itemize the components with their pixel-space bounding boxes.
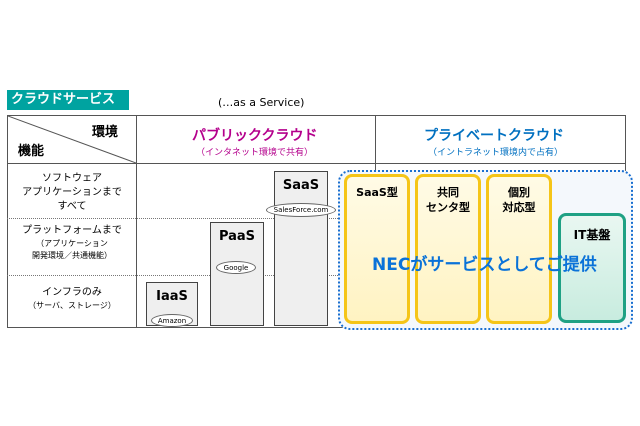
service-note: (…as a Service) [218, 96, 305, 109]
row-label-platform: プラットフォームまで （アプリケーション 開発環境／共通機能） [22, 225, 122, 260]
amazon-label: Amazon [151, 314, 193, 327]
saas-block: SaaS [274, 171, 328, 326]
it-base-box: IT基盤 [558, 213, 626, 323]
private-cloud-title: プライベートクラウド [424, 128, 564, 144]
public-cloud-subtitle: （インタネット環境で共有） [196, 148, 314, 158]
header-diagonal [8, 116, 136, 163]
row-label-software: ソフトウェア アプリケーションまで すべて [22, 173, 122, 212]
shared-center-box: 共同 センタ型 [415, 174, 481, 324]
public-cloud-title: パブリッククラウド [192, 128, 318, 144]
environment-label: 環境 [92, 125, 119, 140]
custom-box: 個別 対応型 [486, 174, 552, 324]
nec-service-label: NECがサービスとしてご提供 [372, 255, 597, 275]
row-label-infra: インフラのみ （サーバ、ストレージ） [28, 287, 116, 310]
function-label: 機能 [18, 144, 45, 159]
header-divider [7, 163, 626, 164]
private-cloud-subtitle: （イントラネット環境内で占有） [428, 148, 564, 158]
section-tag: クラウドサービス [7, 90, 129, 110]
paas-block: PaaS [210, 222, 264, 326]
saas-type-box: SaaS型 [344, 174, 410, 324]
public-private-divider [375, 115, 376, 170]
google-label: Google [216, 261, 256, 274]
salesforce-label: SalesForce.com [266, 203, 336, 217]
label-column-divider [136, 115, 137, 328]
